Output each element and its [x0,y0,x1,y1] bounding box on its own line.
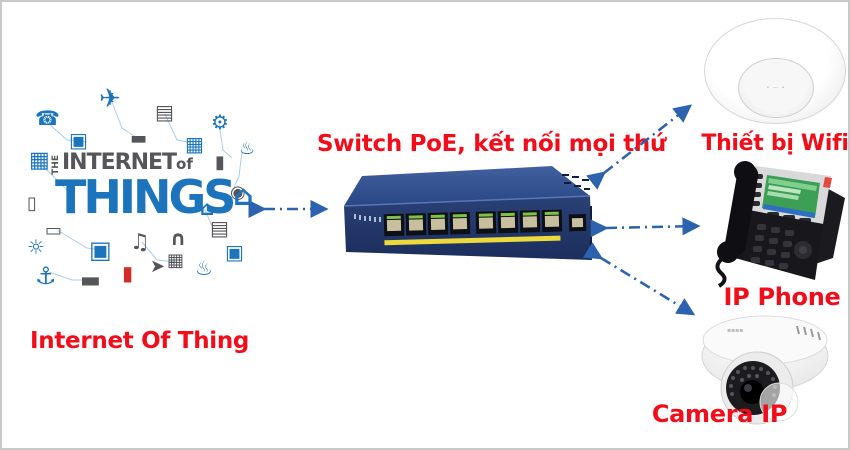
taxi-icon: ▣ [69,128,88,152]
poe-switch [343,166,592,260]
camera-vents [796,325,821,341]
airplane-icon: ✈ [99,84,121,114]
switch-port-row [383,209,563,237]
ip-phone [715,161,845,288]
iot-wordmark: THEINTERNETof [51,150,193,175]
arrow-switch-camera [582,242,696,316]
faucet-icon: ♨ [239,138,256,159]
phone-label: IP Phone [723,283,841,311]
iot-collage: ☎▣✈▤▬▦⚙▮♨▦▯▭☼▣♫∩▤⌂◉⚓▬▮➤▦♨▣ THEINTERNETof… [27,80,262,330]
iot-word-things: THINGS⌂ [55,170,254,224]
switch-port [383,213,405,237]
switch-yellow-strip [384,235,561,246]
arrow-switch-phone [590,217,701,238]
train-icon: ▦ [185,132,204,156]
mobile-phone-icon: ☎ [35,106,60,130]
iot-word-of: of [176,155,193,173]
fire-extinguisher-icon: ▮ [122,261,134,285]
switch-port [449,211,471,235]
shower-icon: ♨ [195,256,213,280]
ip-camera: ▪▪▪▪ [701,315,829,425]
house-icon: ⌂ [200,196,215,220]
ship-icon: ⚓ [35,262,57,290]
wifi-router-icon: ▭ [45,220,63,241]
switch-led-indicators [354,214,381,222]
camera-label: Camera IP [651,400,788,428]
bed-icon: ▬ [80,268,101,293]
radio-icon: ▤ [210,216,229,240]
wifi-access-point: • — • [702,16,847,128]
trash-bin-icon: ▮ [215,152,225,173]
switch-port [475,211,497,234]
house-icon: ⌂ [233,179,254,212]
switch-port [541,209,563,233]
iot-label: Internet Of Thing [30,328,250,354]
headphones-icon: ∩ [170,226,187,250]
wifi-ap-brand-mark: • — • [766,85,786,91]
camera-brand-mark: ▪▪▪▪ [727,327,743,334]
phone-keypad-keys [751,224,812,269]
sensor-icon: ▯ [27,193,37,214]
phone-cord [715,256,727,288]
wifi-label: Thiết bị Wifi [701,131,849,156]
building-icon: ▦ [29,148,50,173]
wifi-ap-center-disc: • — • [738,58,814,118]
iot-word-internet: INTERNET [62,150,177,175]
bus-icon: ▣ [89,236,112,264]
switch-top-face [344,166,590,206]
media-player-icon: ▬ [130,128,148,149]
switch-port [405,213,427,236]
bricks-icon: ▦ [167,250,185,271]
phone-screen [762,175,820,218]
switch-port [519,210,541,233]
iot-connector-lines [40,101,243,281]
switch-title: Switch PoE, kết nối mọi thứ [317,131,667,157]
printer-icon: ▤ [155,100,174,124]
camera-icon: ◉ [230,182,246,203]
cursor-icon: ➤ [150,256,166,277]
camera-dome-glass [759,382,799,422]
trailer-icon: ▣ [225,240,244,264]
lightbulb-icon: ☼ [27,235,45,259]
speaker-icon: ♫ [130,230,150,255]
switch-port [427,212,449,236]
switch-uplink-port [568,213,587,232]
switch-port [497,210,519,234]
forklift-icon: ⚙ [211,110,229,134]
